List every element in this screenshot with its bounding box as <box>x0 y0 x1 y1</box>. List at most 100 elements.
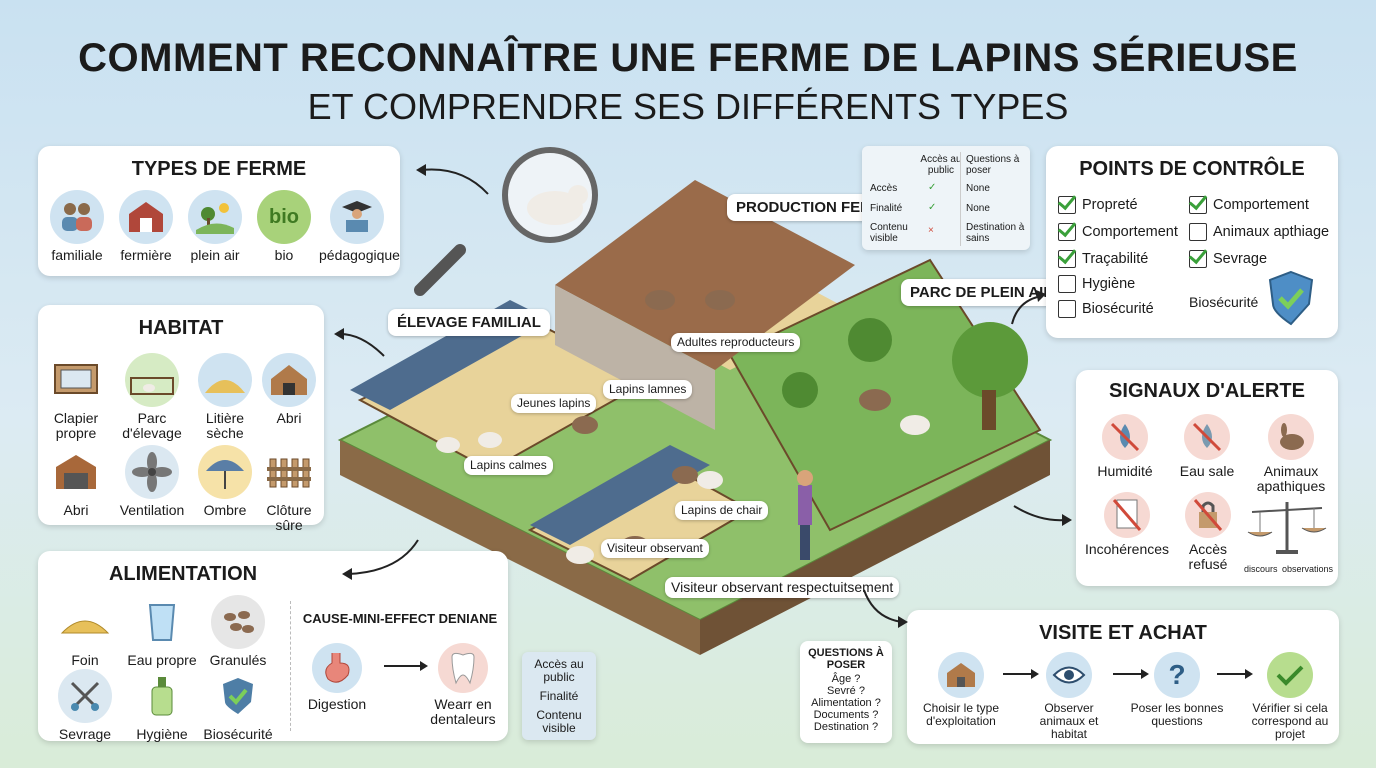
page-title: COMMENT RECONNAÎTRE UNE FERME DE LAPINS … <box>78 36 1298 80</box>
arrow-right-icon <box>1217 669 1253 679</box>
hygiene-label: Hygiène <box>136 726 188 742</box>
arrow-to-types <box>416 164 489 195</box>
check-hygiene-label: Hygiène <box>1082 276 1136 292</box>
lames-label: Lapins lamnes <box>603 380 693 399</box>
water-glass-icon <box>148 604 176 641</box>
check-comportement: Comportement <box>1058 223 1178 241</box>
ventilation-item: Ventilation <box>114 445 190 518</box>
step-3-label: Poser les bonnes questions <box>1130 701 1224 728</box>
adultes-label: Adultes reproducteurs <box>671 333 801 352</box>
clapier-item: Clapier propre <box>42 353 110 441</box>
hygiene-item: Hygiène <box>130 669 194 742</box>
step-1: Choisir le type d'exploitation <box>915 652 1007 728</box>
questions-title: QUESTIONS À POSER <box>808 647 884 671</box>
teeth-label: Wearr en dentaleurs <box>430 696 496 727</box>
cloture-label: Clôture sûre <box>266 502 312 533</box>
check-sevrage-label: Sevrage <box>1213 251 1268 267</box>
table-row-1-check: ✓ <box>928 182 937 193</box>
acces-refuse-label: Accès refusé <box>1188 541 1228 572</box>
tooth-icon <box>451 652 475 685</box>
fermiere-item: fermière <box>115 190 177 263</box>
litiere-item: Litière sèche <box>194 353 256 441</box>
pen-icon <box>130 377 174 395</box>
abri-label-2: Abri <box>63 502 89 518</box>
table-row-3-value: Destination à sains <box>966 222 1025 244</box>
granules-label: Granulés <box>209 652 267 668</box>
table-row-2-value: None <box>966 203 990 214</box>
plein-air-label: plein air <box>190 247 240 263</box>
question-4: Documents ? <box>813 709 879 721</box>
table-row-3-cross: × <box>928 225 934 236</box>
step-2: Observer animaux et habitat <box>1029 652 1109 741</box>
scale-right-label: observations <box>1282 564 1334 574</box>
checkbox <box>1189 196 1207 214</box>
table-divider <box>960 152 961 246</box>
step-4: Vérifier si cela correspond au projet <box>1243 652 1337 741</box>
digestion-label: Digestion <box>307 696 367 712</box>
visite-title: VISITE ET ACHAT <box>1039 622 1207 644</box>
page-subtitle: ET COMPRENDRE SES DIFFÉRENTS TYPES <box>307 86 1069 127</box>
visiteur2-label: Visiteur observant respectuitsement <box>665 577 900 598</box>
incoherences-label: Incohérences <box>1084 541 1170 557</box>
table-row-1-value: None <box>966 183 990 194</box>
clapier-label: Clapier propre <box>53 410 99 441</box>
step-2-label: Observer animaux et habitat <box>1039 701 1099 741</box>
bio-item: bio bio <box>253 190 315 263</box>
alimentation-title: ALIMENTATION <box>108 563 258 585</box>
checkbox <box>1058 223 1076 241</box>
table-row-3-label: Contenu visible <box>870 222 908 244</box>
check-biosecurite-label: Biosécurité <box>1082 301 1154 317</box>
question-2: Sevré ? <box>827 685 865 697</box>
eau-sale-label: Eau sale <box>1179 463 1235 479</box>
habitat-panel: HABITAT Clapier propre Parc d'élevage Li… <box>38 305 324 533</box>
check-proprete-label: Propreté <box>1082 197 1138 213</box>
fence-icon <box>267 458 311 488</box>
hay-icon <box>60 620 110 634</box>
scissors-icon <box>70 681 100 711</box>
calmes-label: Lapins calmes <box>464 456 553 475</box>
arrow-right-icon <box>1003 669 1039 679</box>
jeunes-label: Jeunes lapins <box>511 394 597 413</box>
barn-icon <box>129 202 163 232</box>
checkbox <box>1058 300 1076 318</box>
arrow-to-alerte <box>1013 505 1072 526</box>
access-item-1: Accès au public <box>534 657 584 684</box>
step-3: ? Poser les bonnes questions <box>1125 652 1229 728</box>
litiere-label: Litière sèche <box>205 410 245 441</box>
incoherences-item: Incohérences <box>1078 492 1176 557</box>
check-comportement-2-label: Comportement <box>1213 197 1309 213</box>
farm-house-icon <box>947 663 975 687</box>
check-sevrage: Sevrage <box>1189 250 1267 268</box>
abri-label-1: Abri <box>276 410 302 426</box>
abri-item-1: Abri <box>258 353 320 426</box>
checkbox <box>1189 223 1207 241</box>
shield-check-icon <box>1268 270 1314 326</box>
arrow-right-icon <box>1113 669 1149 679</box>
visiteur-label: Visiteur observant <box>601 539 709 558</box>
eau-item: Eau propre <box>124 595 200 668</box>
chair-label: Lapins de chair <box>675 501 769 520</box>
check-tracabilite-label: Traçabilité <box>1082 251 1149 267</box>
bio-icon: bio <box>269 205 299 228</box>
foin-label: Foin <box>71 652 99 668</box>
ombre-item: Ombre <box>194 445 256 518</box>
check-apthiage: Animaux apthiage <box>1189 223 1329 241</box>
alerte-panel: SIGNAUX D'ALERTE Humidité Eau sale Anima… <box>1076 370 1338 586</box>
question-mark-icon: ? <box>1168 659 1186 690</box>
scale-icon <box>1247 502 1327 554</box>
checkbox <box>1189 250 1207 268</box>
apathiques-item: Animaux apathiques <box>1246 414 1336 494</box>
document-warning-icon <box>1112 499 1142 531</box>
eau-sale-item: Eau sale <box>1168 414 1246 479</box>
arrow-to-controle <box>1011 290 1046 325</box>
farm-illustration <box>337 147 1053 655</box>
parc-item: Parc d'élevage <box>116 353 188 441</box>
sevrage-item: Sevrage <box>56 669 114 742</box>
ombre-label: Ombre <box>203 502 247 518</box>
plein-air-item: plein air <box>184 190 246 263</box>
ventilation-label: Ventilation <box>119 502 185 518</box>
apathiques-label: Animaux apathiques <box>1256 463 1326 494</box>
elevage-label: ÉLEVAGE FAMILIAL <box>388 309 550 336</box>
garage-icon <box>56 455 96 489</box>
soap-icon <box>151 677 173 716</box>
